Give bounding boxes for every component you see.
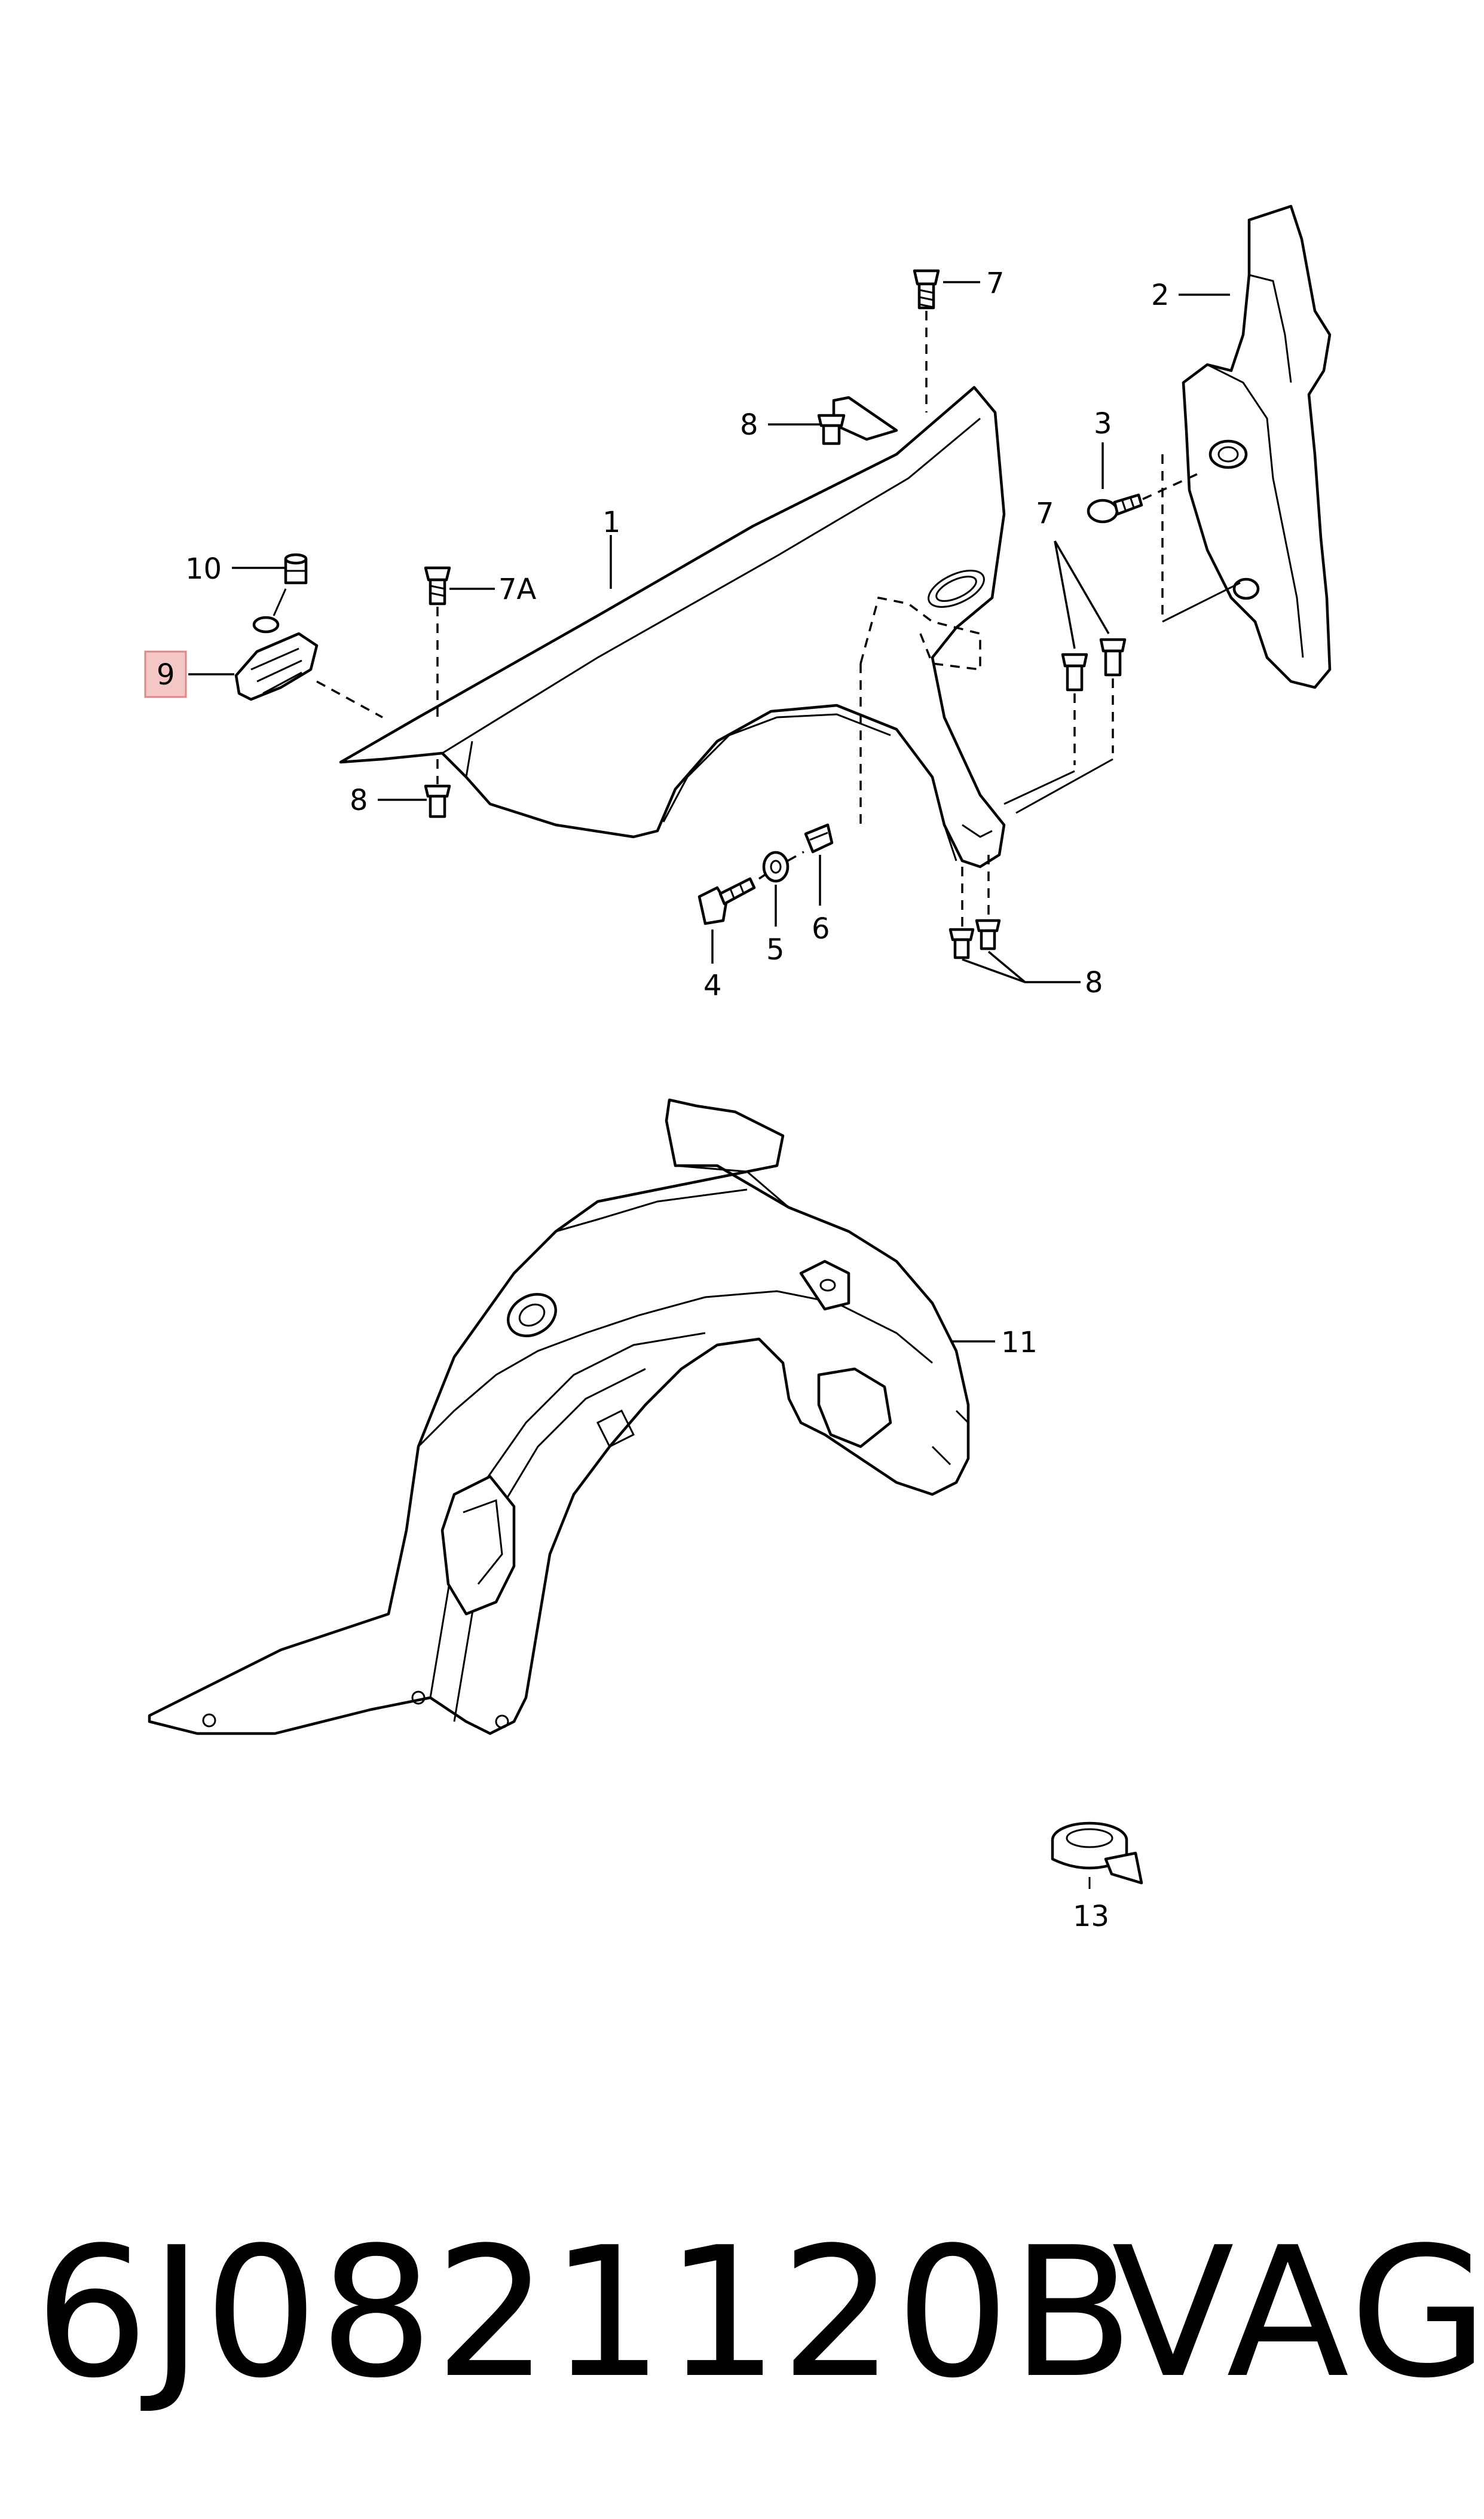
fender-panel xyxy=(339,386,1006,869)
nut-10-icon xyxy=(284,553,308,585)
screw-7-right-a-icon xyxy=(1061,653,1088,692)
callout-5[interactable]: 5 xyxy=(766,933,785,967)
screw-8-left-icon xyxy=(424,784,451,818)
bolt-4-icon xyxy=(697,877,756,925)
callout-13[interactable]: 13 xyxy=(1073,1900,1109,1933)
callout-8-left[interactable]: 8 xyxy=(350,784,368,817)
callout-10[interactable]: 10 xyxy=(185,552,222,586)
screw-7-top-icon xyxy=(913,269,940,310)
screw-8-bottom-a-icon xyxy=(948,928,975,959)
screw-8-bottom-b-icon xyxy=(975,919,1001,950)
fender-trim-panel xyxy=(1161,204,1332,689)
screw-7a-icon xyxy=(424,566,451,606)
screw-7-right-b-icon xyxy=(1099,638,1127,677)
callout-9-highlight xyxy=(144,650,187,698)
bracket-9-icon xyxy=(234,616,319,701)
callout-1[interactable]: 1 xyxy=(602,506,621,539)
callout-7-right[interactable]: 7 xyxy=(1036,497,1054,530)
screw-8-top-icon xyxy=(817,414,846,445)
callout-7a[interactable]: 7A xyxy=(498,573,537,606)
callout-2[interactable]: 2 xyxy=(1151,279,1170,312)
part-number: 6J0821120B xyxy=(35,2209,1136,2417)
callout-8-top[interactable]: 8 xyxy=(740,408,758,442)
leader-7-right xyxy=(1054,540,1110,649)
callout-7-top[interactable]: 7 xyxy=(986,267,1005,300)
callout-6[interactable]: 6 xyxy=(812,912,830,946)
callout-11[interactable]: 11 xyxy=(1001,1326,1038,1359)
brand-name: VAG xyxy=(1112,2209,1484,2417)
callout-8-bottom[interactable]: 8 xyxy=(1085,966,1103,999)
callout-3[interactable]: 3 xyxy=(1094,407,1112,441)
leader-8-bottom xyxy=(962,950,1081,983)
wheel-housing-liner xyxy=(148,1098,970,1735)
clip-6-icon xyxy=(804,823,834,854)
adhesive-tape-roll-icon xyxy=(1051,1821,1143,1889)
screw-3-icon xyxy=(1087,493,1143,524)
callout-4[interactable]: 4 xyxy=(703,969,722,1002)
callout-9[interactable]: 9 xyxy=(157,658,175,692)
washer-5-icon xyxy=(762,851,790,883)
